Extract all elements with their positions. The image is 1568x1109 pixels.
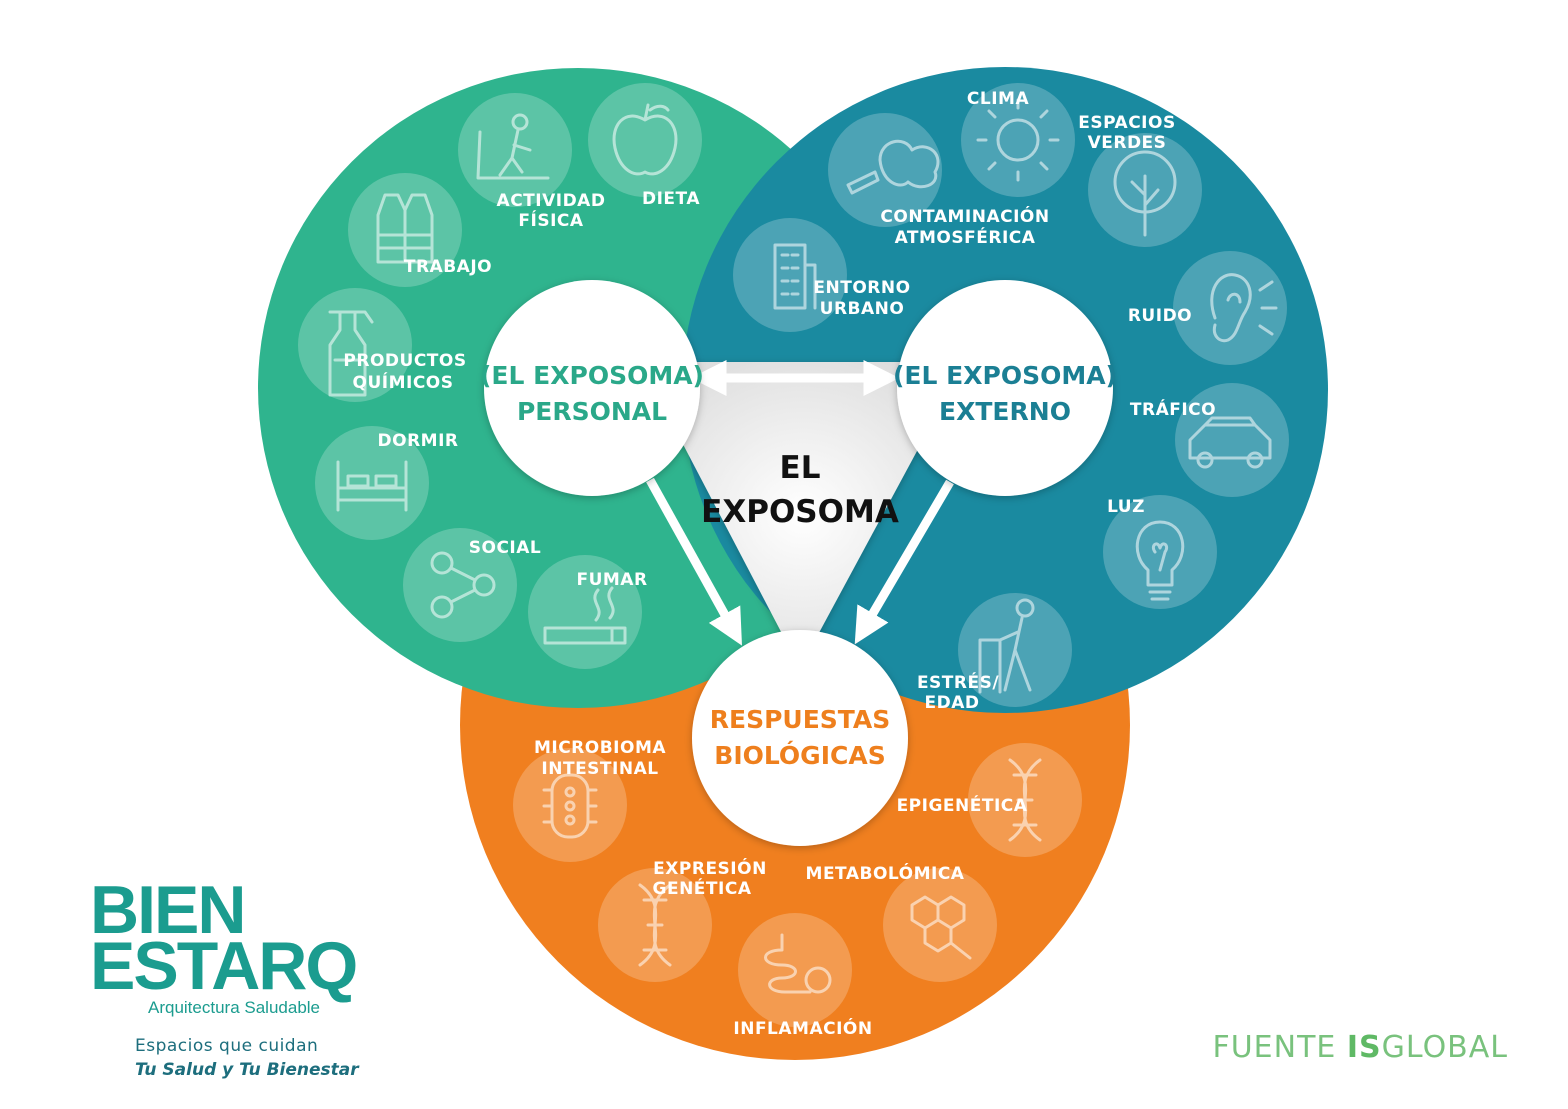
factor-contaminacion: CONTAMINACIÓN ATMOSFÉRICA xyxy=(828,113,1049,248)
factor-label: VERDES xyxy=(1088,133,1167,153)
center-title-line2: EXPOSOMA xyxy=(701,494,899,530)
factor-label: ENTORNO xyxy=(813,278,910,298)
factor-social: SOCIAL xyxy=(403,528,541,642)
factor-label: INTESTINAL xyxy=(541,759,658,779)
factor-label: FÍSICA xyxy=(518,209,583,231)
brand-tagline-2: Tu Salud y Tu Bienestar xyxy=(135,1060,359,1080)
factor-clima: CLIMA xyxy=(961,83,1075,197)
factor-label: LUZ xyxy=(1107,497,1145,517)
factor-label: DIETA xyxy=(642,189,700,209)
factor-productos-quimicos: PRODUCTOS QUÍMICOS xyxy=(298,288,466,402)
factor-espacios-verdes: ESPACIOS VERDES xyxy=(1078,113,1202,247)
brand-name-line2: ESTARQ xyxy=(90,928,358,1004)
hub-external-line1: (EL EXPOSOMA) xyxy=(893,361,1117,390)
bacteria-icon xyxy=(542,773,598,839)
lightbulb-icon xyxy=(1135,520,1185,601)
dna-strand-icon xyxy=(1008,758,1042,842)
car-icon xyxy=(1188,416,1272,469)
factor-label: PRODUCTOS xyxy=(343,351,466,371)
hub-biological: RESPUESTAS BIOLÓGICAS xyxy=(692,630,908,846)
sun-icon xyxy=(976,98,1060,182)
source-suffix: GLOBAL xyxy=(1381,1030,1508,1065)
hub-personal-line1: (EL EXPOSOMA) xyxy=(480,361,704,390)
connecting-arrows xyxy=(646,360,954,646)
treadmill-icon xyxy=(476,113,550,180)
dna-helix-icon xyxy=(638,883,672,967)
brand-logo: BIEN ESTARQ Arquitectura Saludable Espac… xyxy=(90,872,410,1080)
factor-trafico: TRÁFICO xyxy=(1130,383,1289,497)
source-prefix: FUENTE xyxy=(1212,1030,1347,1065)
bed-icon xyxy=(336,460,408,512)
factor-label: EDAD xyxy=(925,693,980,713)
ear-icon xyxy=(1210,273,1278,343)
factor-ruido: RUIDO xyxy=(1128,251,1287,365)
factor-label: ESTRÉS/ xyxy=(917,671,999,693)
factor-fumar: FUMAR xyxy=(528,555,647,669)
factor-epigenetica: EPIGENÉTICA xyxy=(897,743,1082,857)
source-credit: FUENTE ISGLOBAL xyxy=(1212,1030,1508,1065)
factor-label: FUMAR xyxy=(576,570,647,590)
factor-actividad-fisica: ACTIVIDAD FÍSICA xyxy=(458,93,605,231)
factor-label: CLIMA xyxy=(967,89,1030,109)
factor-label: QUÍMICOS xyxy=(353,371,454,393)
hub-personal-line2: PERSONAL xyxy=(517,397,667,426)
social-network-icon xyxy=(430,551,496,619)
factor-label: EXPRESIÓN xyxy=(653,857,767,879)
center-title-line1: EL xyxy=(780,450,821,486)
factor-label: CONTAMINACIÓN xyxy=(880,205,1049,227)
factor-dormir: DORMIR xyxy=(315,426,459,540)
building-icon xyxy=(773,243,817,310)
center-triangle xyxy=(640,362,965,668)
factor-label: METABOLÓMICA xyxy=(806,862,965,884)
factor-inflamacion: INFLAMACIÓN xyxy=(733,913,872,1039)
brand-name-line1: BIEN xyxy=(90,872,246,948)
factor-dieta: DIETA xyxy=(588,83,702,209)
factor-label: TRABAJO xyxy=(404,257,492,277)
brand-subtitle: Arquitectura Saludable xyxy=(148,998,321,1017)
elderly-walker-icon xyxy=(978,598,1035,694)
spray-bottle-icon xyxy=(328,310,374,397)
hub-external-line2: EXTERNO xyxy=(939,397,1071,426)
factor-estres-edad: ESTRÉS/ EDAD xyxy=(917,593,1072,713)
factor-luz: LUZ xyxy=(1103,495,1217,609)
source-bold: IS xyxy=(1346,1030,1382,1065)
factor-label: GENÉTICA xyxy=(653,877,752,899)
factor-metabolomica: METABOLÓMICA xyxy=(806,862,997,982)
smoke-icon xyxy=(846,139,940,195)
factor-label: MICROBIOMA xyxy=(534,738,666,758)
intestine-icon xyxy=(764,933,832,994)
factor-label: ATMOSFÉRICA xyxy=(895,226,1036,248)
arrow-external-bio xyxy=(854,479,954,645)
tree-icon xyxy=(1113,150,1177,237)
hub-external: (EL EXPOSOMA) EXTERNO xyxy=(893,280,1117,496)
cigarette-icon xyxy=(543,586,627,645)
factor-label: EPIGENÉTICA xyxy=(897,794,1028,816)
factor-label: RUIDO xyxy=(1128,306,1192,326)
factor-label: ACTIVIDAD xyxy=(497,191,606,211)
factor-label: URBANO xyxy=(820,299,905,319)
factor-label: SOCIAL xyxy=(469,538,542,558)
hub-personal: (EL EXPOSOMA) PERSONAL xyxy=(480,280,704,496)
factor-label: DORMIR xyxy=(378,431,459,451)
arrow-personal-bio xyxy=(646,477,742,646)
safety-vest-icon xyxy=(376,193,434,264)
hub-biological-line1: RESPUESTAS xyxy=(710,705,891,734)
factor-microbioma: MICROBIOMA INTESTINAL xyxy=(513,738,666,862)
factor-expresion-genetica: EXPRESIÓN GENÉTICA xyxy=(598,857,767,982)
factor-label: ESPACIOS xyxy=(1078,113,1175,133)
factor-entorno-urbano: ENTORNO URBANO xyxy=(733,218,910,332)
brand-tagline-1: Espacios que cuidan xyxy=(135,1036,319,1056)
factor-trabajo: TRABAJO xyxy=(348,173,492,287)
apple-icon xyxy=(612,103,678,176)
molecule-icon xyxy=(910,895,972,960)
factor-label: TRÁFICO xyxy=(1130,398,1216,420)
hub-biological-line2: BIOLÓGICAS xyxy=(714,740,885,770)
factor-label: INFLAMACIÓN xyxy=(733,1017,872,1039)
